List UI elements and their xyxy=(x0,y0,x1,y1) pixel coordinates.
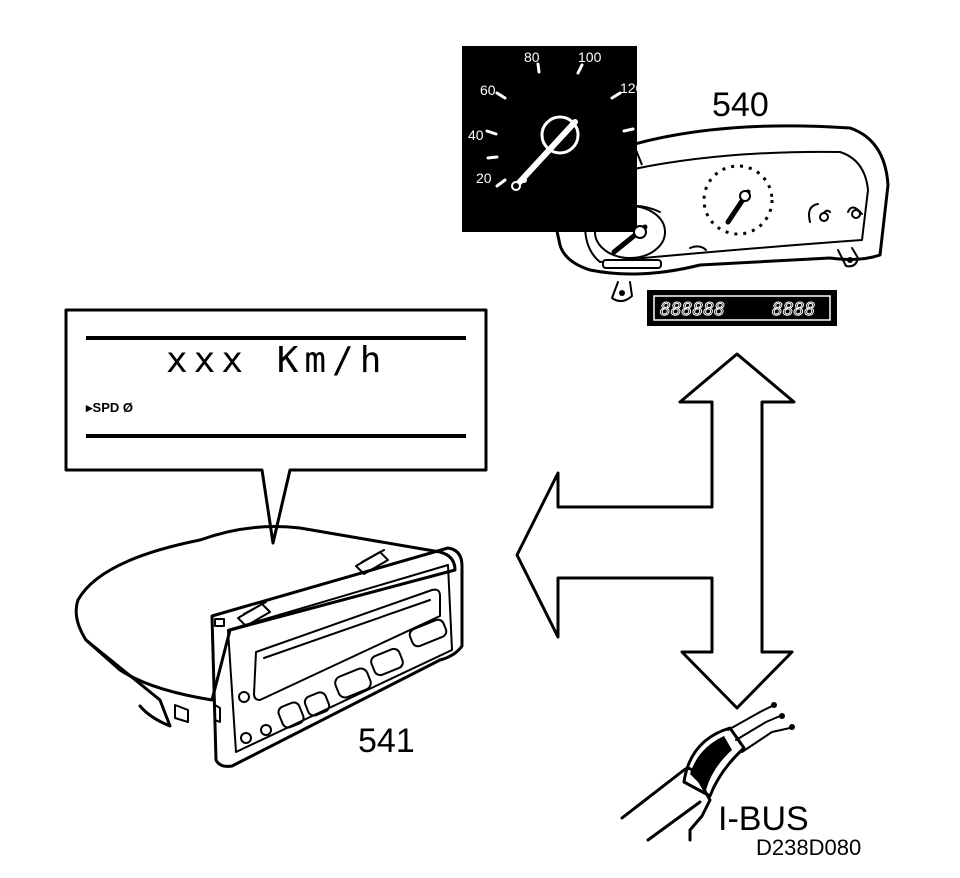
odometer-display: 888888 8888 xyxy=(647,290,837,326)
instrument-cluster xyxy=(553,124,890,302)
scale-label-100: 100 xyxy=(578,49,602,65)
data-flow-arrow xyxy=(515,352,796,710)
ibus-label: I-BUS xyxy=(718,800,809,838)
scale-label-80: 80 xyxy=(524,49,540,65)
display-sub-text: ▸SPD Ø xyxy=(85,400,133,415)
display-main-text: xxx Km/h xyxy=(166,340,387,381)
display-callout: xxx Km/h ▸SPD Ø xyxy=(64,308,488,545)
scale-label-20: 20 xyxy=(476,170,492,186)
odometer-total-digits: 8888 xyxy=(772,299,815,320)
display-unit xyxy=(74,525,464,768)
odometer-trip-digits: 888888 xyxy=(660,299,725,320)
scale-label-140: 140 xyxy=(636,123,660,139)
ibus-cable xyxy=(620,702,795,842)
scale-label-40: 40 xyxy=(468,127,484,143)
figure-code: D238D080 xyxy=(756,835,861,860)
display-unit-label: 541 xyxy=(358,722,415,760)
speedometer-inset: 20 40 60 80 100 120 140 xyxy=(462,46,660,232)
scale-label-120: 120 xyxy=(620,80,644,96)
instrument-cluster-label: 540 xyxy=(712,86,769,124)
scale-label-60: 60 xyxy=(480,82,496,98)
